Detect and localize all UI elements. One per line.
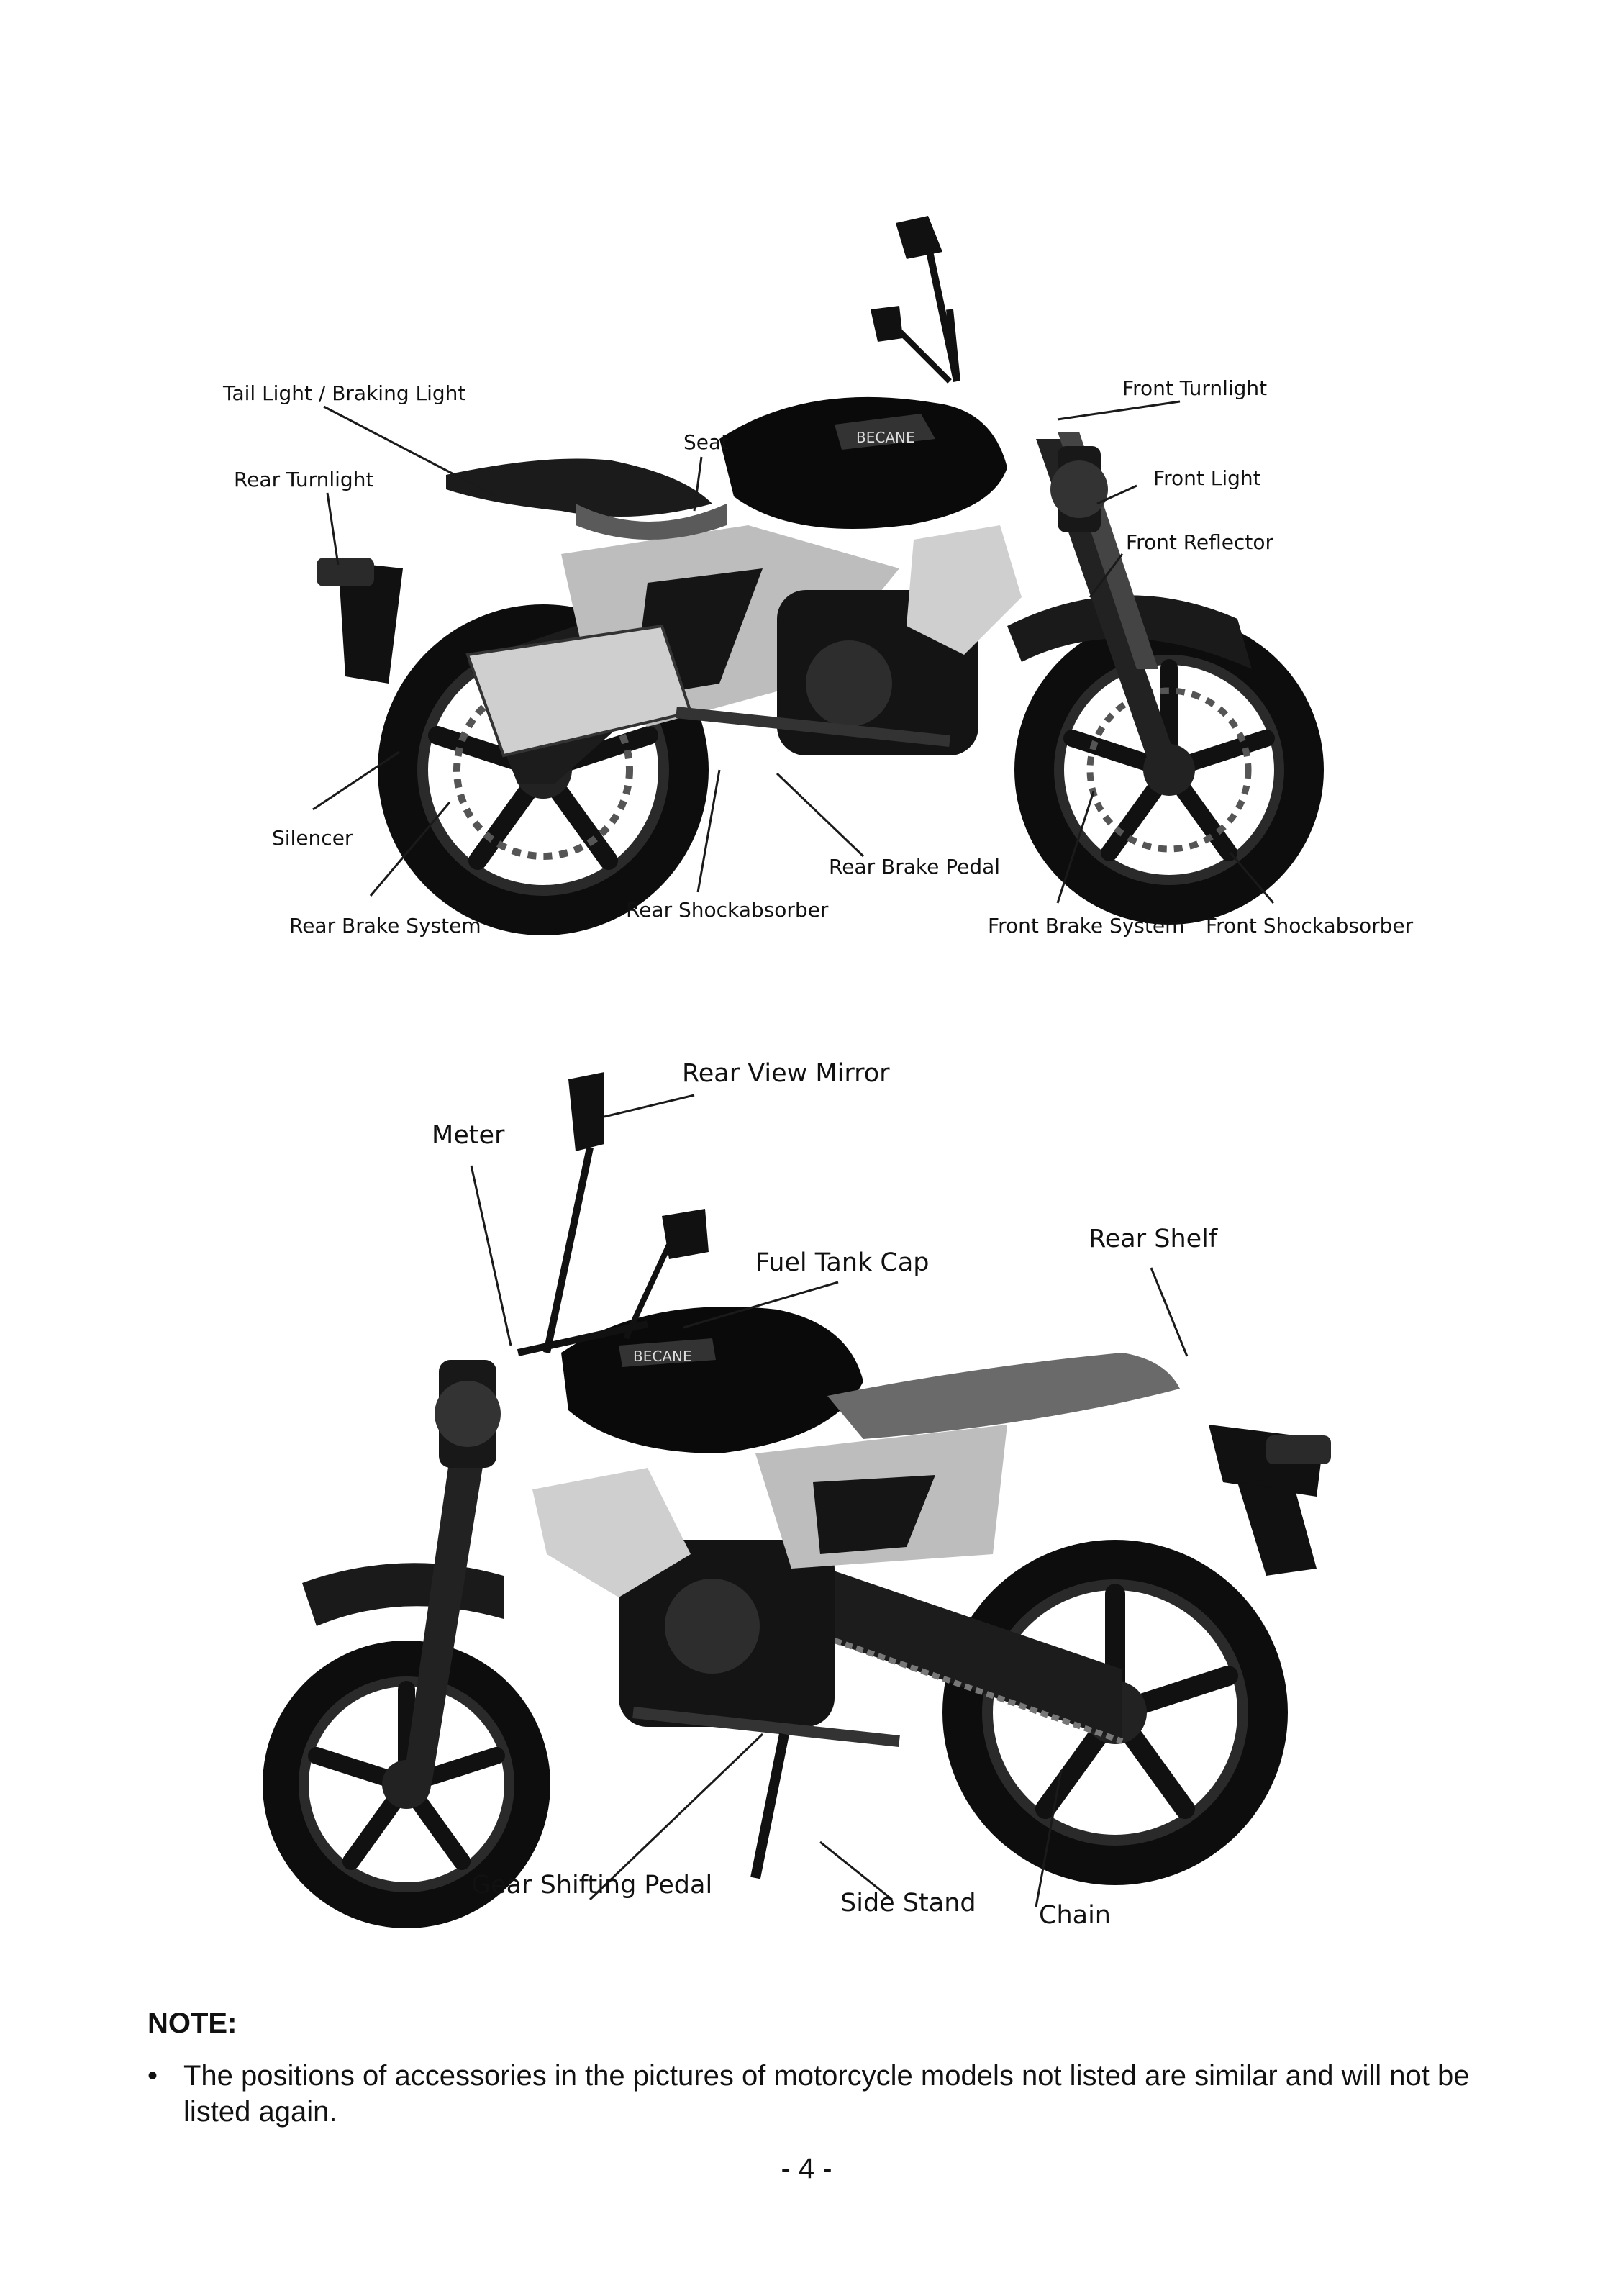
note-bullet-item: • The positions of accessories in the pi… — [147, 2058, 1478, 2130]
label-seat: Seat — [683, 430, 730, 454]
label-front-turnlight: Front Turnlight — [1122, 376, 1268, 400]
label-rear-brake-pedal: Rear Brake Pedal — [829, 855, 1001, 879]
label-rear-view-mirror: Rear View Mirror — [682, 1059, 890, 1088]
label-chain: Chain — [1039, 1901, 1111, 1930]
tank-brand-text-2: BECANE — [633, 1348, 692, 1365]
label-meter: Meter — [432, 1121, 505, 1150]
note-text: The positions of accessories in the pict… — [183, 2060, 1470, 2128]
tank-brand-text: BECANE — [856, 429, 915, 446]
label-front-light: Front Light — [1153, 466, 1261, 490]
motorcycle-side-view-left: BECANE Rear View Mirror Meter Fuel Tank … — [0, 1051, 1613, 1964]
label-silencer: Silencer — [272, 826, 353, 850]
motorcycle-illustration-left: BECANE — [263, 1072, 1331, 1928]
label-rear-brake-system: Rear Brake System — [289, 914, 481, 938]
bullet-glyph: • — [147, 2060, 158, 2092]
label-side-stand: Side Stand — [840, 1889, 976, 1918]
label-rear-shelf: Rear Shelf — [1089, 1225, 1218, 1253]
label-rear-shockabsorber: Rear Shockabsorber — [626, 898, 829, 922]
label-front-reflector: Front Reflector — [1126, 530, 1274, 554]
label-tail-light: Tail Light / Braking Light — [223, 381, 466, 405]
label-fuel-tank-cap: Fuel Tank Cap — [755, 1248, 930, 1277]
page-number: - 4 - — [781, 2153, 832, 2184]
label-rear-turnlight: Rear Turnlight — [234, 468, 374, 491]
label-front-brake-system: Front Brake System — [988, 914, 1185, 938]
motorcycle-illustration-right: BECANE — [317, 216, 1324, 935]
motorcycle-side-view-right: BECANE Tail Light / Braking Light Rear T — [0, 165, 1613, 979]
label-gear-shifting-pedal: Gear Shifting Pedal — [471, 1871, 713, 1900]
note-title: NOTE: — [147, 2007, 237, 2039]
label-front-shockabsorber: Front Shockabsorber — [1206, 914, 1414, 938]
